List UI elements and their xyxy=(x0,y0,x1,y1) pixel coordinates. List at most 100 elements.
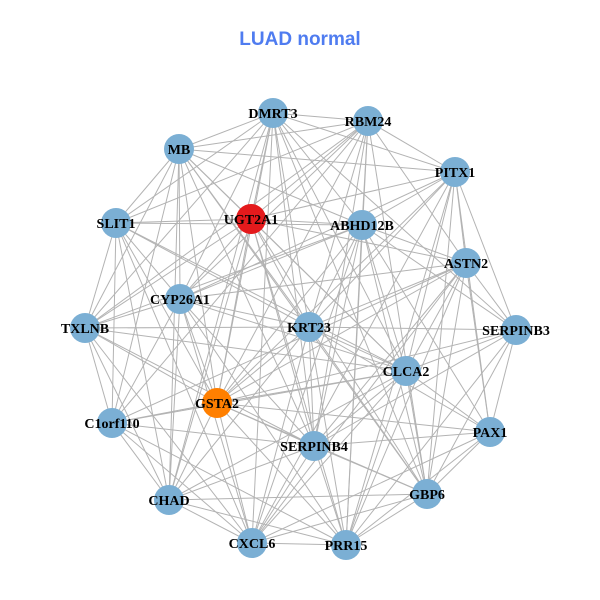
edge-PITX1-UGT2A1 xyxy=(250,171,456,220)
edge-RBM24-CYP26A1 xyxy=(179,120,369,300)
edge-KRT23-CHAD xyxy=(168,326,310,501)
node-ASTN2[interactable]: ASTN2 xyxy=(444,248,488,278)
edge-MB-SLIT1 xyxy=(115,148,180,224)
edge-ASTN2-CYP26A1 xyxy=(179,262,467,300)
edge-DMRT3-CYP26A1 xyxy=(179,112,274,300)
edge-PAX1-SERPINB4 xyxy=(313,431,491,447)
node-label: CLCA2 xyxy=(383,365,430,380)
edge-GBP6-PRR15 xyxy=(345,493,428,546)
edge-ABHD12B-CYP26A1 xyxy=(179,224,363,300)
edge-ABHD12B-PRR15 xyxy=(345,224,363,546)
edge-MB-SERPINB4 xyxy=(178,148,315,447)
edge-SLIT1-CYP26A1 xyxy=(115,222,181,300)
edge-ASTN2-GBP6 xyxy=(426,262,467,495)
edge-CYP26A1-CXCL6 xyxy=(179,298,253,544)
edge-PITX1-KRT23 xyxy=(308,171,456,328)
node-GSTA2[interactable]: GSTA2 xyxy=(195,388,239,418)
edge-SLIT1-TXLNB xyxy=(84,222,117,329)
node-DMRT3[interactable]: DMRT3 xyxy=(248,98,298,128)
edge-RBM24-GBP6 xyxy=(367,120,428,495)
edge-MB-PITX1 xyxy=(178,148,456,173)
node-circle[interactable] xyxy=(501,315,531,345)
node-circle[interactable] xyxy=(97,408,127,438)
edge-ABHD12B-GSTA2 xyxy=(216,224,363,404)
node-circle[interactable] xyxy=(440,157,470,187)
node-circle[interactable] xyxy=(475,417,505,447)
node-PITX1[interactable]: PITX1 xyxy=(435,157,475,187)
node-SERPINB3[interactable]: SERPINB3 xyxy=(482,315,550,345)
node-CLCA2[interactable]: CLCA2 xyxy=(383,356,430,386)
node-circle[interactable] xyxy=(412,479,442,509)
node-circle[interactable] xyxy=(202,388,232,418)
node-C1orf110[interactable]: C1orf110 xyxy=(84,408,140,438)
node-CYP26A1[interactable]: CYP26A1 xyxy=(150,284,210,314)
node-KRT23[interactable]: KRT23 xyxy=(287,312,331,342)
node-CHAD[interactable]: CHAD xyxy=(148,485,190,515)
edge-PITX1-CYP26A1 xyxy=(179,171,456,300)
edge-CLCA2-PAX1 xyxy=(405,370,491,433)
node-circle[interactable] xyxy=(237,528,267,558)
node-PAX1[interactable]: PAX1 xyxy=(473,417,508,447)
edge-SERPINB3-PAX1 xyxy=(489,329,517,433)
node-circle[interactable] xyxy=(154,485,184,515)
node-circle[interactable] xyxy=(299,431,329,461)
node-circle[interactable] xyxy=(236,204,266,234)
node-circle[interactable] xyxy=(347,210,377,240)
edge-SERPINB4-CHAD xyxy=(168,445,315,501)
edge-PITX1-SERPINB3 xyxy=(454,171,517,331)
edge-DMRT3-SERPINB3 xyxy=(272,112,517,331)
node-GBP6[interactable]: GBP6 xyxy=(409,479,445,509)
node-circle[interactable] xyxy=(164,134,194,164)
node-circle[interactable] xyxy=(451,248,481,278)
edge-UGT2A1-GBP6 xyxy=(250,218,428,495)
edge-GSTA2-CHAD xyxy=(168,402,218,501)
edge-PITX1-GSTA2 xyxy=(216,171,456,404)
edge-SLIT1-C1orf110 xyxy=(111,222,117,424)
edge-CYP26A1-PRR15 xyxy=(179,298,347,546)
node-circle[interactable] xyxy=(258,98,288,128)
node-circle[interactable] xyxy=(331,530,361,560)
edge-SLIT1-GSTA2 xyxy=(115,222,218,404)
edge-PITX1-GBP6 xyxy=(426,171,456,495)
node-label: DMRT3 xyxy=(248,107,297,122)
edge-ABHD12B-CLCA2 xyxy=(361,224,407,372)
node-circle[interactable] xyxy=(353,106,383,136)
node-SERPINB4[interactable]: SERPINB4 xyxy=(280,431,348,461)
node-circle[interactable] xyxy=(294,312,324,342)
edge-CLCA2-SERPINB4 xyxy=(313,370,407,447)
edge-CYP26A1-GSTA2 xyxy=(179,298,218,404)
node-label: RBM24 xyxy=(345,115,392,130)
edge-GSTA2-C1orf110 xyxy=(111,402,218,424)
node-PRR15[interactable]: PRR15 xyxy=(325,530,368,560)
edge-ABHD12B-TXLNB xyxy=(84,224,363,329)
node-circle[interactable] xyxy=(101,208,131,238)
edge-ASTN2-CXCL6 xyxy=(251,262,467,544)
edge-DMRT3-KRT23 xyxy=(272,112,310,328)
edge-ABHD12B-KRT23 xyxy=(308,224,363,328)
edge-MB-TXLNB xyxy=(84,148,180,329)
node-ABHD12B[interactable]: ABHD12B xyxy=(330,210,394,240)
edge-CYP26A1-C1orf110 xyxy=(111,298,181,424)
node-RBM24[interactable]: RBM24 xyxy=(345,106,392,136)
node-CXCL6[interactable]: CXCL6 xyxy=(229,528,276,558)
edge-C1orf110-CXCL6 xyxy=(111,422,253,544)
node-circle[interactable] xyxy=(70,313,100,343)
edge-GSTA2-PAX1 xyxy=(216,402,491,433)
edge-CYP26A1-SERPINB4 xyxy=(179,298,315,447)
edge-SERPINB4-PRR15 xyxy=(313,445,347,546)
edge-SERPINB3-GSTA2 xyxy=(216,329,517,404)
node-label: ABHD12B xyxy=(330,219,394,234)
edge-UGT2A1-CYP26A1 xyxy=(179,218,252,300)
node-TXLNB[interactable]: TXLNB xyxy=(61,313,109,343)
node-circle[interactable] xyxy=(165,284,195,314)
edge-UGT2A1-CHAD xyxy=(168,218,252,501)
node-circle[interactable] xyxy=(391,356,421,386)
node-label: PITX1 xyxy=(435,166,475,181)
node-SLIT1[interactable]: SLIT1 xyxy=(97,208,136,238)
node-MB[interactable]: MB xyxy=(164,134,194,164)
node-label: CYP26A1 xyxy=(150,293,210,308)
edge-ASTN2-GSTA2 xyxy=(216,262,467,404)
node-UGT2A1[interactable]: UGT2A1 xyxy=(224,204,278,234)
edge-CYP26A1-TXLNB xyxy=(84,298,181,329)
